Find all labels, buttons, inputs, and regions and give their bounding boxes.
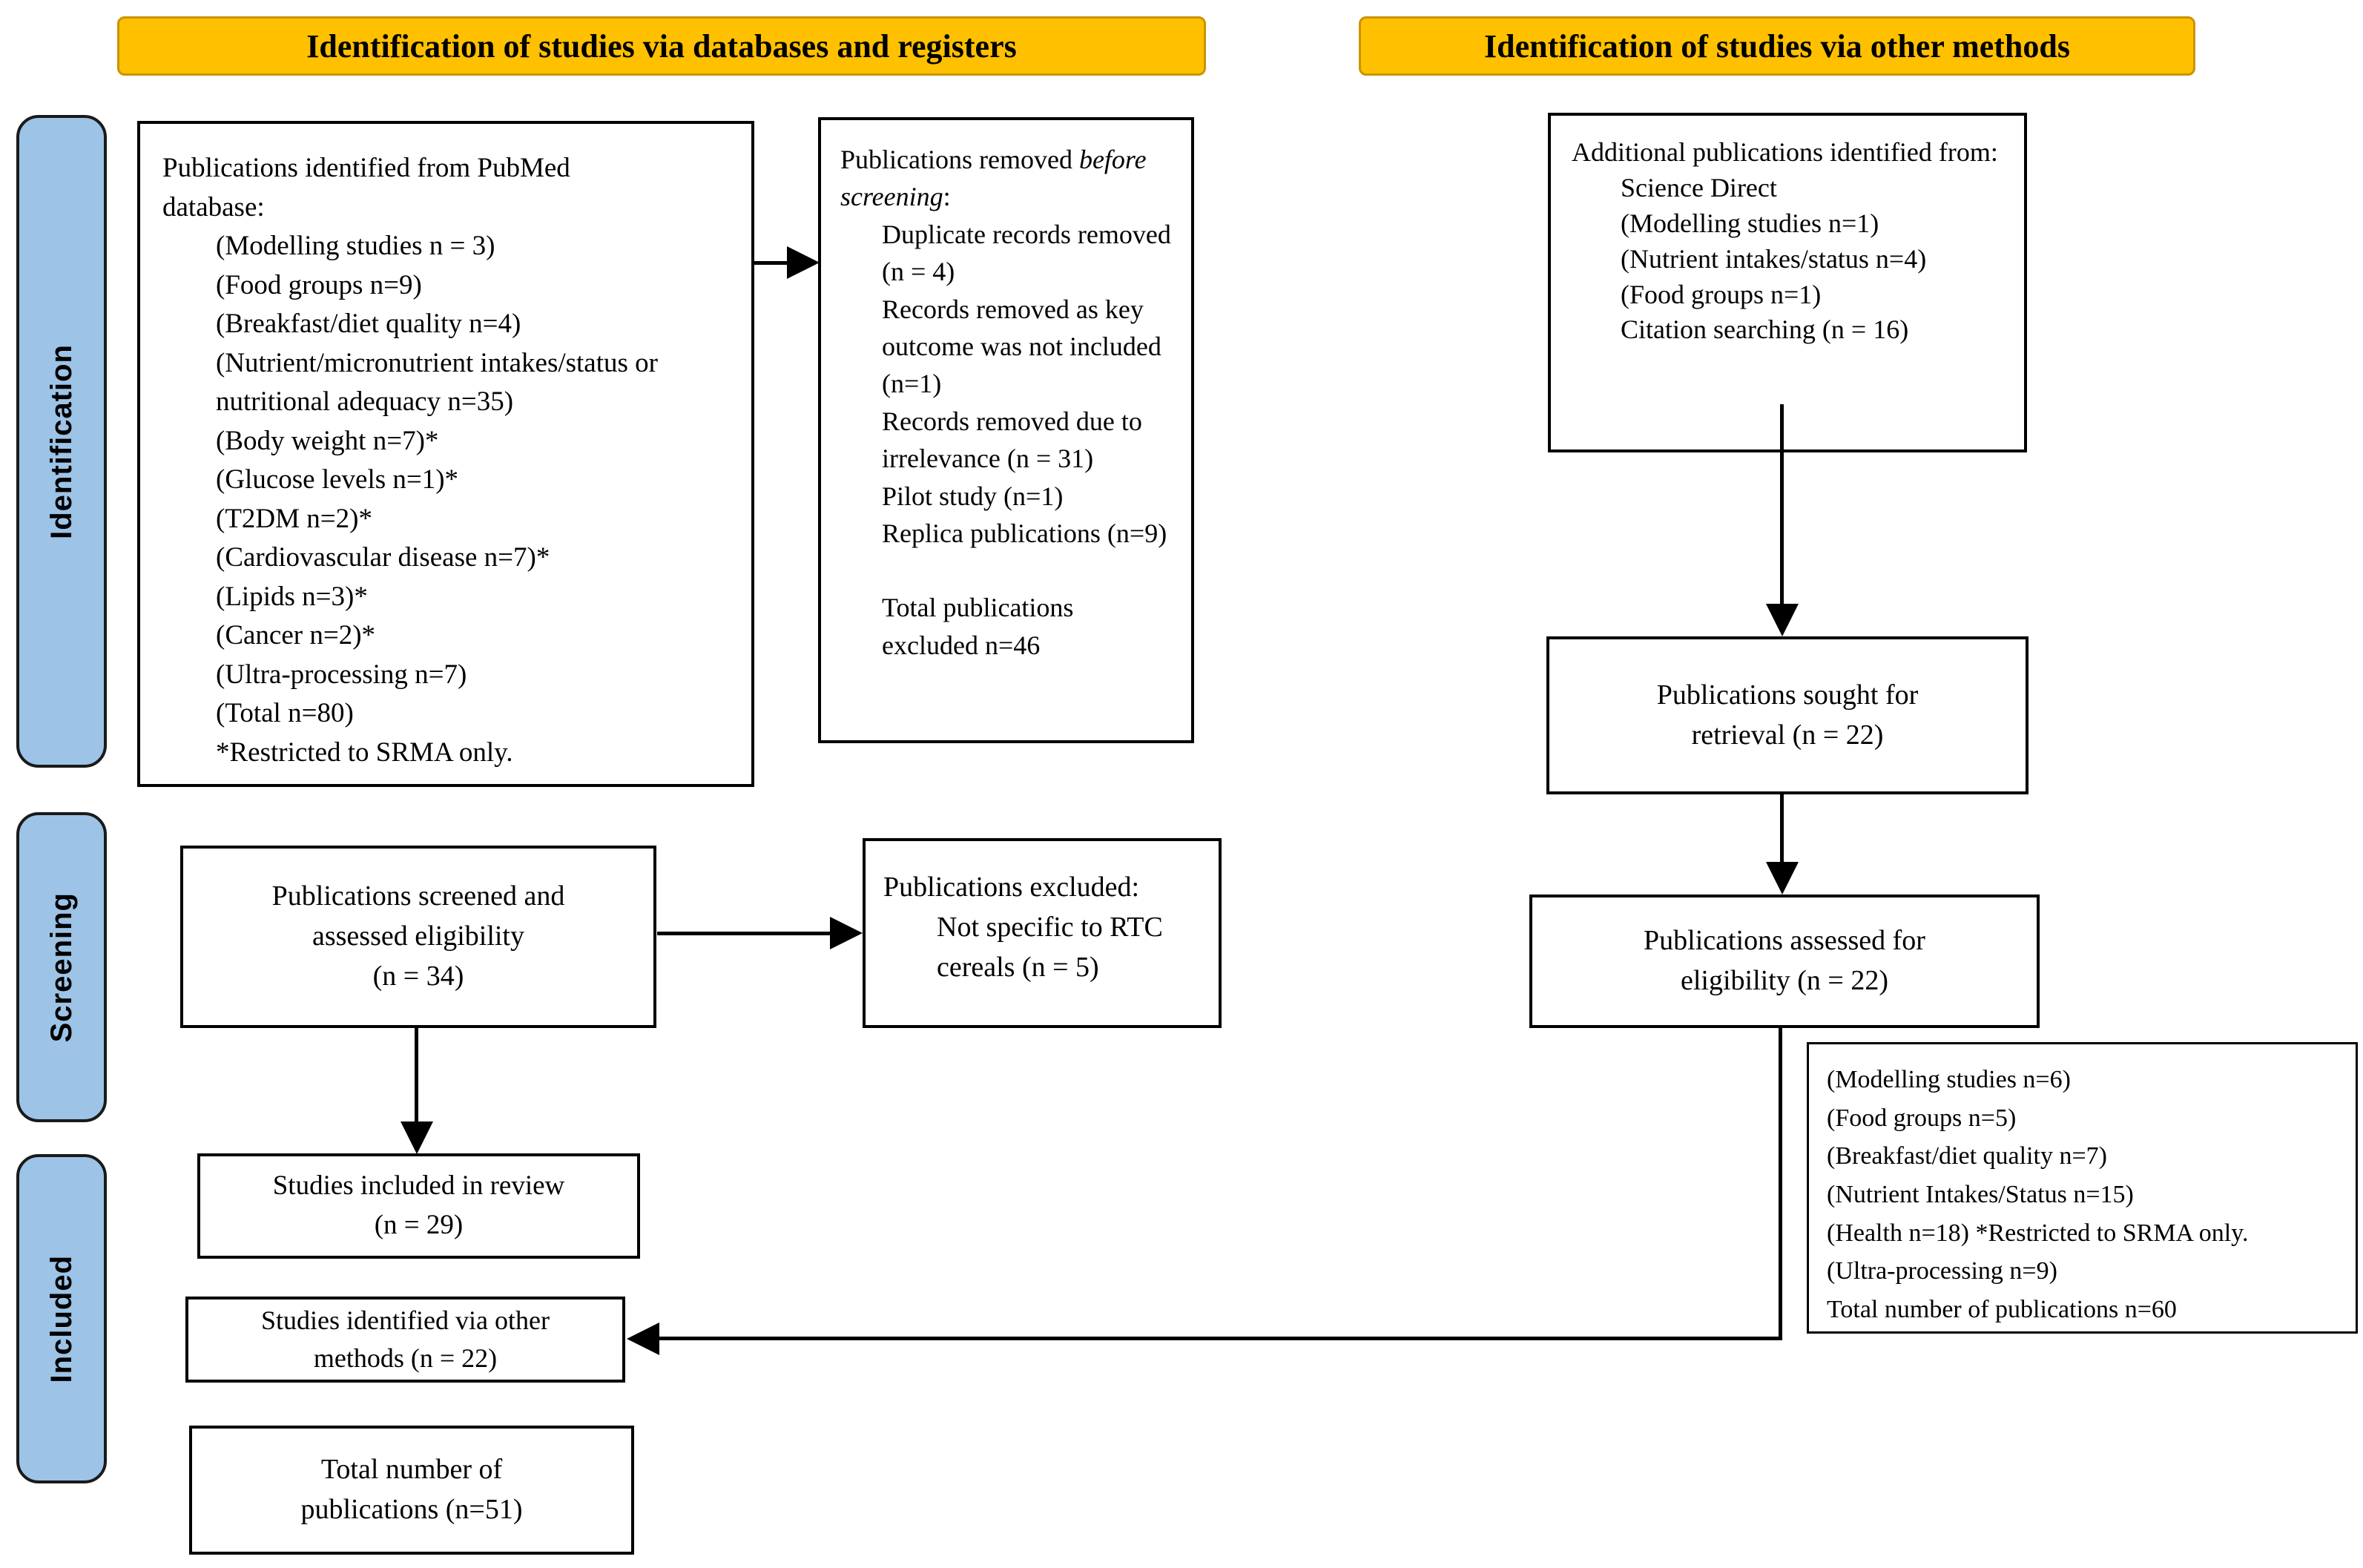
- box-excluded-title: Publications excluded:: [883, 872, 1140, 903]
- box-included-review-lines: Studies included in review (n = 29): [273, 1167, 565, 1245]
- arrow-right-icon: [830, 917, 863, 949]
- list-line: (Breakfast/diet quality n=7): [1827, 1142, 2107, 1170]
- list-line: Records removed as key outcome was not i…: [882, 294, 1161, 399]
- arrow-line: [659, 1337, 1780, 1340]
- box-sought-retrieval-lines: Publications sought for retrieval (n = 22…: [1657, 676, 1919, 756]
- box-total-publications: Total number of publications (n=51): [189, 1426, 634, 1555]
- list-line: (Modelling studies n=6): [1827, 1066, 2071, 1093]
- list-line: (Nutrient intakes/status n=4): [1621, 243, 1927, 274]
- box-pubmed-identified: Publications identified from PubMed data…: [137, 121, 754, 787]
- box-additional-identified: Additional publications identified from:…: [1548, 113, 2027, 452]
- box-excluded-item: Not specific to RTC cereals (n = 5): [937, 911, 1163, 983]
- list-line: (Nutrient Intakes/Status n=15): [1827, 1181, 2134, 1209]
- arrow-line: [1780, 794, 1784, 863]
- box-pubmed-title: Publications identified from PubMed data…: [162, 153, 570, 223]
- box-assessed-breakdown-items: (Modelling studies n=6) (Food groups n=5)…: [1827, 1061, 2338, 1329]
- stage-screening-label: Screening: [45, 892, 78, 1043]
- list-line: (Glucose levels n=1)*: [216, 464, 459, 495]
- header-databases-label: Identification of studies via databases …: [306, 27, 1017, 65]
- list-line: Citation searching (n = 16): [1621, 314, 1909, 345]
- stage-identification: Identification: [16, 115, 107, 768]
- arrow-down-icon: [1766, 604, 1799, 636]
- list-line: (T2DM n=2)*: [216, 503, 372, 534]
- list-line: (Modelling studies n = 3): [216, 231, 495, 262]
- box-included-review: Studies included in review (n = 29): [197, 1153, 640, 1259]
- list-line: Total number of: [320, 1454, 503, 1486]
- list-line: Publications screened and: [271, 880, 565, 912]
- box-removed-items: Duplicate records removed (n = 4) Records…: [840, 216, 1172, 553]
- list-line: (Breakfast/diet quality n=4): [216, 309, 521, 340]
- list-line: (Food groups n=9): [216, 269, 422, 300]
- list-line: Publications assessed for: [1644, 925, 1925, 957]
- stage-screening: Screening: [16, 812, 107, 1122]
- list-line: Replica publications (n=9): [882, 518, 1167, 548]
- box-removed-title-suffix: :: [943, 182, 951, 212]
- box-excluded: Publications excluded: Not specific to R…: [863, 838, 1222, 1028]
- arrow-line: [1780, 404, 1784, 606]
- box-removed-title-prefix: Publications removed: [840, 145, 1079, 174]
- list-line: (Food groups n=5): [1827, 1104, 2017, 1132]
- list-line: (Cancer n=2)*: [216, 620, 376, 651]
- list-line: Pilot study (n=1): [882, 481, 1064, 511]
- list-line: publications (n=51): [300, 1494, 523, 1525]
- stage-identification-label: Identification: [45, 343, 78, 539]
- box-assessed-breakdown: (Modelling studies n=6) (Food groups n=5)…: [1807, 1042, 2358, 1334]
- box-additional-title: Additional publications identified from:: [1572, 137, 1998, 167]
- arrow-down-icon: [1766, 862, 1799, 895]
- header-databases-registers: Identification of studies via databases …: [117, 16, 1206, 76]
- list-line: *Restricted to SRMA only.: [216, 737, 513, 768]
- list-line: retrieval (n = 22): [1691, 719, 1884, 751]
- box-assessed-eligibility: Publications assessed for eligibility (n …: [1529, 895, 2040, 1028]
- box-screened-lines: Publications screened and assessed eligib…: [272, 877, 565, 997]
- list-line: Records removed due to irrelevance (n = …: [882, 406, 1142, 474]
- arrow-line: [415, 1028, 418, 1123]
- arrow-down-icon: [401, 1121, 433, 1154]
- box-other-methods-lines: Studies identified via other methods (n =…: [261, 1302, 550, 1377]
- list-line: (n = 34): [372, 960, 464, 992]
- box-screened: Publications screened and assessed eligib…: [180, 846, 656, 1028]
- list-line: (Modelling studies n=1): [1621, 208, 1879, 238]
- list-line: (Body weight n=7)*: [216, 425, 439, 456]
- list-line: Studies identified via other: [261, 1305, 550, 1335]
- box-removed-before-screening: Publications removed before screening: D…: [818, 117, 1194, 743]
- list-line: (Ultra-processing n=9): [1827, 1257, 2057, 1285]
- list-line: eligibility (n = 22): [1680, 965, 1888, 996]
- box-removed-title: Publications removed before screening:: [840, 141, 1170, 216]
- list-line: Total number of publications n=60: [1827, 1296, 2177, 1324]
- box-removed-title-italic: before screening: [840, 145, 1147, 212]
- arrow-line: [1779, 1028, 1782, 1340]
- header-other-label: Identification of studies via other meth…: [1484, 27, 2070, 65]
- list-line: (n = 29): [374, 1210, 464, 1240]
- box-pubmed-items: (Modelling studies n = 3) (Food groups n=…: [162, 227, 729, 772]
- list-line: Duplicate records removed (n = 4): [882, 219, 1171, 287]
- box-sought-retrieval: Publications sought for retrieval (n = 22…: [1546, 636, 2029, 794]
- box-additional-items: Science Direct (Modelling studies n=1) (Nu…: [1572, 171, 2003, 348]
- arrow-left-icon: [627, 1322, 659, 1355]
- header-other-methods: Identification of studies via other meth…: [1359, 16, 2195, 76]
- list-line: (Food groups n=1): [1621, 279, 1822, 309]
- box-removed-total: Total publications excluded n=46: [882, 593, 1074, 660]
- arrow-right-icon: [787, 246, 820, 279]
- list-line: assessed eligibility: [312, 920, 524, 952]
- list-line: Science Direct: [1621, 172, 1777, 202]
- list-line: (Total n=80): [216, 698, 354, 729]
- list-line: Studies included in review: [272, 1170, 565, 1202]
- box-assessed-eligibility-lines: Publications assessed for eligibility (n …: [1644, 921, 1925, 1001]
- list-line: (Ultra-processing n=7): [216, 659, 467, 690]
- stage-included: Included: [16, 1154, 107, 1483]
- list-line: (Cardiovascular disease n=7)*: [216, 542, 550, 573]
- box-other-methods-studies: Studies identified via other methods (n =…: [185, 1297, 625, 1383]
- arrow-line: [657, 932, 831, 935]
- box-total-publications-lines: Total number of publications (n=51): [301, 1450, 523, 1530]
- list-line: Publications sought for: [1656, 679, 1919, 711]
- list-line: methods (n = 22): [313, 1343, 498, 1373]
- list-line: (Lipids n=3)*: [216, 581, 368, 612]
- arrow-line: [753, 261, 790, 265]
- stage-included-label: Included: [45, 1254, 78, 1383]
- list-line: (Nutrient/micronutrient intakes/status o…: [216, 347, 658, 418]
- list-line: (Health n=18) *Restricted to SRMA only.: [1827, 1219, 2249, 1247]
